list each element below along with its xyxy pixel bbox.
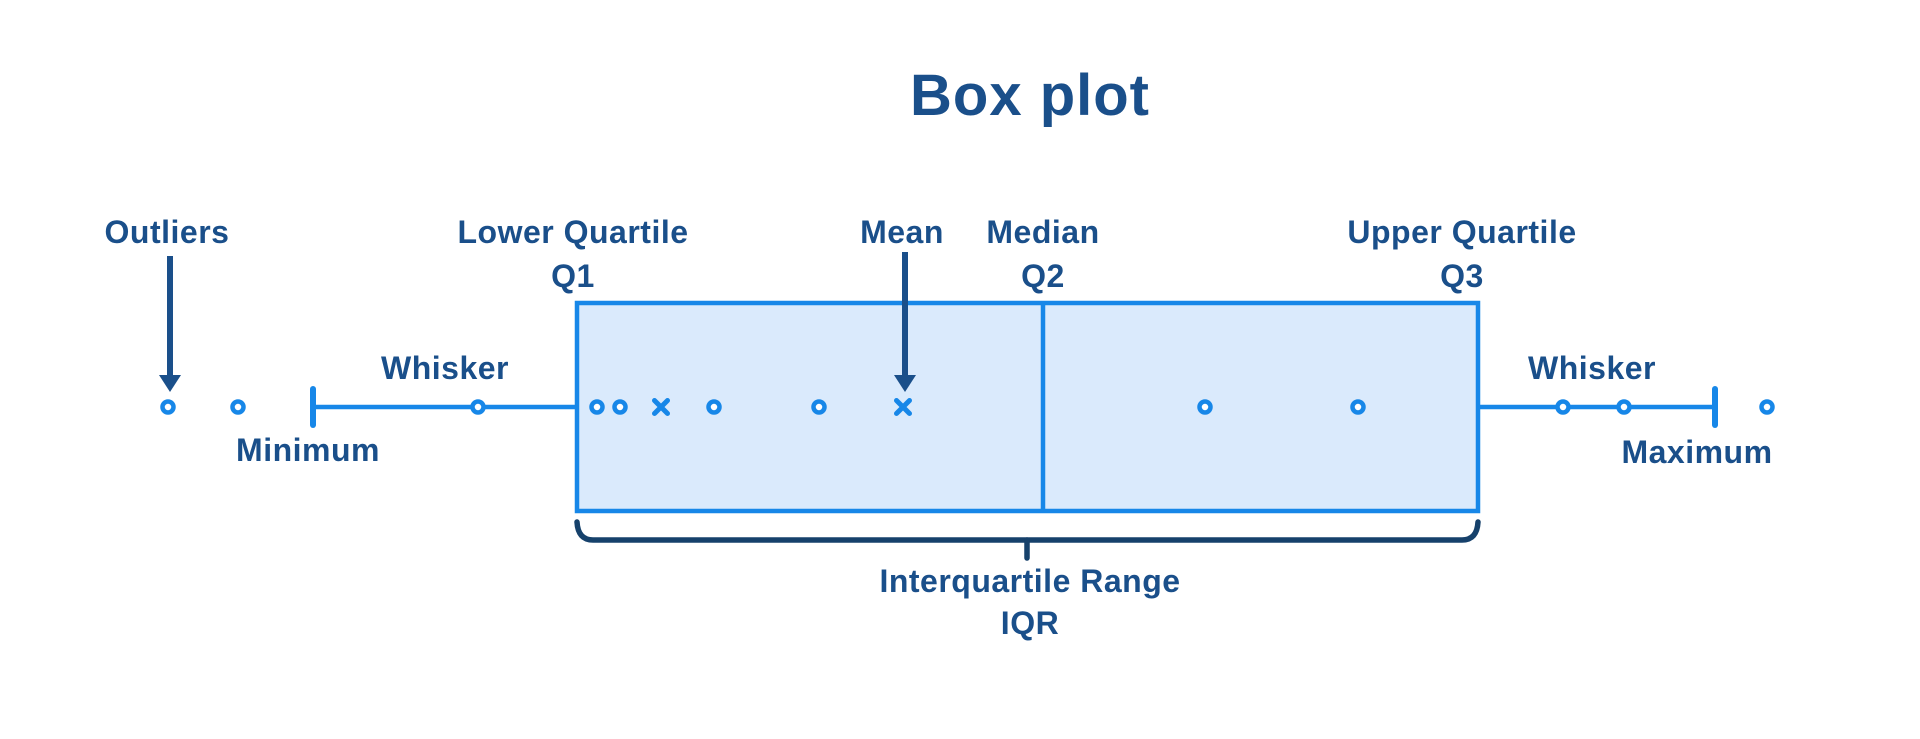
label-lower-quartile-text: Lower Quartile	[457, 214, 689, 250]
data-point-circle	[1616, 399, 1632, 415]
label-median-text: Median	[986, 214, 1100, 250]
label-q1: Q1	[551, 258, 595, 294]
label-whisker-left: Whisker	[381, 350, 509, 386]
label-iqr-full: Interquartile Range	[879, 563, 1181, 599]
label-mean: Mean	[860, 214, 944, 250]
label-median: Median Q2	[986, 210, 1099, 298]
data-point-xmark	[652, 398, 670, 416]
label-interquartile-range: Interquartile Range IQR	[879, 560, 1180, 644]
data-point-xmark	[894, 398, 912, 416]
label-lower-quartile: Lower Quartile Q1	[457, 210, 688, 298]
label-iqr-abbr: IQR	[1000, 605, 1060, 641]
label-whisker-right: Whisker	[1528, 350, 1656, 386]
data-point-circle	[1197, 399, 1213, 415]
outliers-arrow-head	[159, 375, 181, 392]
label-minimum: Minimum	[236, 432, 380, 468]
label-q3: Q3	[1440, 258, 1484, 294]
data-point-circle	[589, 399, 605, 415]
data-point-circle	[706, 399, 722, 415]
label-upper-quartile-text: Upper Quartile	[1347, 214, 1577, 250]
data-point-circle	[612, 399, 628, 415]
label-outliers: Outliers	[104, 214, 230, 250]
box-rect	[574, 300, 1481, 514]
data-point-circle	[811, 399, 827, 415]
mean-arrow-head	[894, 375, 916, 392]
data-point-circle	[1759, 399, 1775, 415]
data-point-circle	[470, 399, 486, 415]
data-point-circle	[1555, 399, 1571, 415]
data-point-circle	[230, 399, 246, 415]
data-point-circle	[1350, 399, 1366, 415]
data-point-circle	[160, 399, 176, 415]
page-title: Box plot	[910, 63, 1150, 128]
label-maximum: Maximum	[1621, 434, 1773, 470]
label-q2: Q2	[1021, 258, 1065, 294]
label-upper-quartile: Upper Quartile Q3	[1347, 210, 1576, 298]
